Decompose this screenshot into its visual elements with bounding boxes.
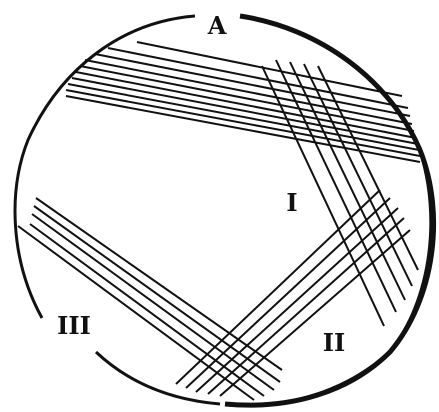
label-i: I (286, 188, 297, 217)
streak-iii-line (36, 198, 282, 370)
petri-dish (15, 16, 434, 406)
streak-iii-line (18, 226, 254, 400)
streak-ii-line (186, 198, 390, 388)
streak-i-line (318, 66, 418, 270)
label-a: A (207, 11, 227, 40)
streak-a-line (76, 72, 416, 138)
streak-iii-line (30, 224, 264, 396)
streak-iii-line (34, 206, 280, 382)
dish-rim-shadow (236, 150, 434, 406)
streaks-iii (18, 198, 282, 400)
streak-ii-line (196, 208, 398, 392)
streak-i-line (276, 60, 396, 312)
streak-a-line (68, 84, 419, 150)
label-ii: II (323, 328, 345, 357)
streaks-a (66, 42, 420, 162)
label-iii: III (57, 311, 91, 340)
streak-iii-line (32, 214, 274, 390)
dish-rim-thin (15, 16, 195, 318)
